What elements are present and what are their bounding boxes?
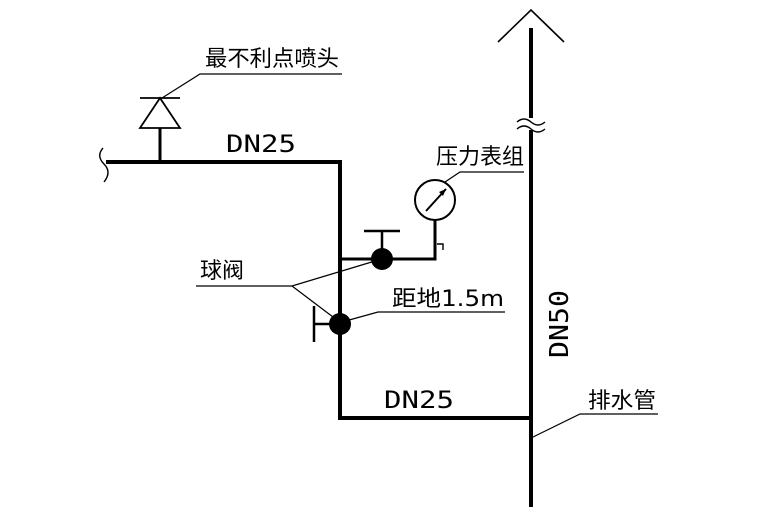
gauge-label: 压力表组 [436, 145, 524, 170]
riser-size-label: DN50 [545, 290, 575, 358]
drain-label: 排水管 [588, 389, 656, 414]
sprinkler-label: 最不利点喷头 [205, 47, 339, 72]
top-pipe-size-label: DN25 [226, 130, 296, 158]
bottom-pipe-size-label: DN25 [384, 386, 454, 414]
gauge-leader [444, 171, 524, 183]
height-leader [341, 311, 505, 323]
valve-label: 球阀 [200, 259, 244, 284]
pipe-break-icon [515, 118, 547, 133]
height-label: 距地1.5m [392, 287, 504, 312]
sprinkler-leader [161, 73, 342, 99]
pipe-break-icon [99, 147, 109, 183]
gauge-tap [437, 243, 444, 250]
pressure-gauge-icon [414, 179, 456, 221]
top-branch-pipe [106, 160, 342, 420]
ball-valve-icon [312, 306, 351, 342]
riser-arrow-icon [497, 8, 565, 43]
valve-leader-2 [291, 285, 334, 318]
ball-valve-icon [364, 229, 400, 270]
sprinkler-head-icon [138, 96, 182, 164]
drain-leader [530, 413, 658, 439]
